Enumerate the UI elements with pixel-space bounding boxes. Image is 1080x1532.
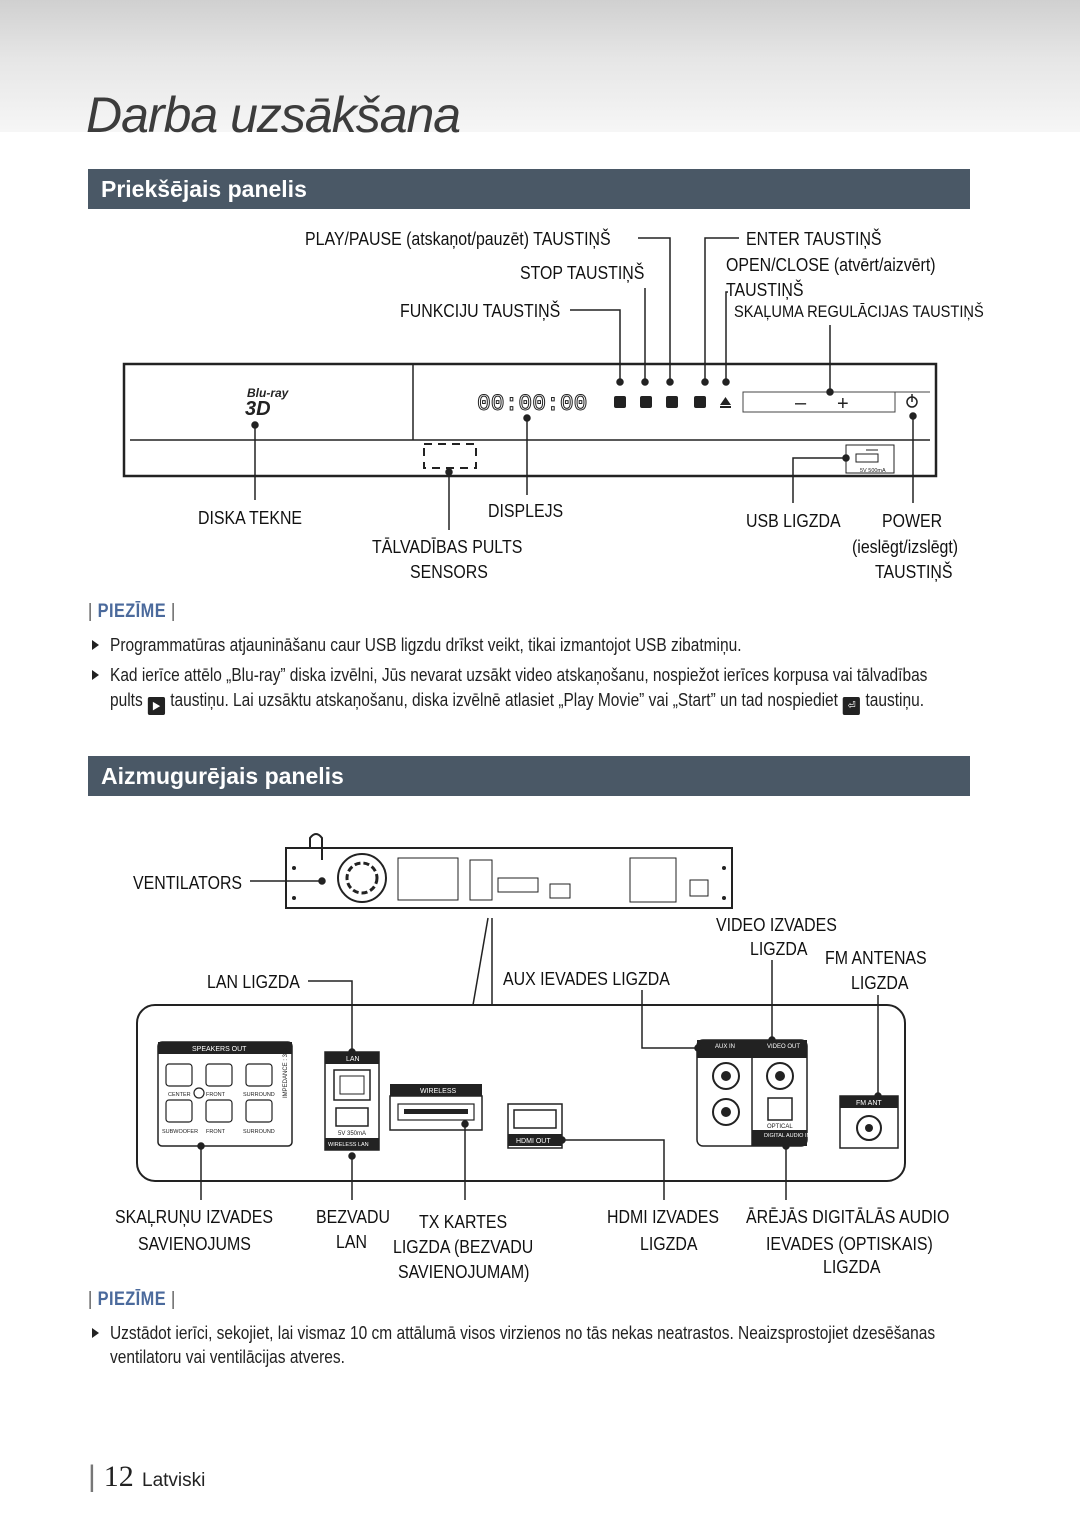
display-digits: 00:00:00 bbox=[477, 391, 587, 417]
svg-text:HDMI OUT: HDMI OUT bbox=[516, 1138, 551, 1145]
section-title-rear: Aizmugurējais panelis bbox=[88, 756, 970, 796]
label-disc-tray: DISKA TEKNE bbox=[198, 507, 303, 528]
label-wireless-lan-2: LAN bbox=[336, 1231, 367, 1252]
label-power-2: (ieslēgt/izslēgt) bbox=[852, 536, 959, 557]
fan-icon bbox=[337, 853, 387, 903]
note-rear-1-cont: ventilatoru vai ventilācijas atveres. bbox=[110, 1347, 345, 1367]
label-lan: LAN LIGZDA bbox=[207, 971, 300, 992]
note-heading-rear: | PIEZĪME | bbox=[88, 1289, 176, 1310]
label-aux: AUX IEVADES LIGZDA bbox=[503, 968, 670, 989]
bullet-icon bbox=[92, 1328, 99, 1338]
enter-button-icon: ⏎ bbox=[843, 697, 861, 715]
label-fm: FM ANTENAS bbox=[825, 947, 927, 968]
usb-rating: 5V 500mA bbox=[860, 468, 886, 474]
note-heading-front: | PIEZĪME | bbox=[88, 601, 176, 622]
svg-text:AUX IN: AUX IN bbox=[715, 1044, 735, 1050]
svg-text:OPTICAL: OPTICAL bbox=[767, 1124, 793, 1130]
label-open-close-2: TAUSTIŅŠ bbox=[726, 279, 804, 300]
label-volume: SKAĻUMA REGULĀCIJAS TAUSTIŅŠ bbox=[734, 302, 984, 321]
label-optical-3: LIGZDA bbox=[823, 1256, 881, 1277]
label-function: FUNKCIJU TAUSTIŅŠ bbox=[400, 300, 561, 321]
eject-icon bbox=[720, 397, 731, 405]
label-tx: TX KARTES bbox=[419, 1211, 508, 1232]
power-icon bbox=[906, 394, 918, 408]
rear-panel-device bbox=[285, 833, 733, 909]
enter-button-icon bbox=[694, 396, 706, 408]
page-number: |12 bbox=[88, 1460, 134, 1493]
svg-text:IMPEDANCE : 3 Ω: IMPEDANCE : 3 Ω bbox=[283, 1047, 289, 1098]
label-power-3: TAUSTIŅŠ bbox=[875, 561, 953, 582]
wireless-lan-port bbox=[335, 1107, 369, 1127]
play-button-icon: ▶ bbox=[147, 697, 166, 715]
remote-sensor bbox=[423, 443, 477, 469]
label-wireless-lan: BEZVADU bbox=[316, 1206, 390, 1227]
bullet-icon bbox=[92, 640, 99, 650]
label-fm-2: LIGZDA bbox=[851, 972, 909, 993]
hdmi-port bbox=[513, 1109, 557, 1129]
rear-leader-lines bbox=[197, 877, 882, 1200]
play-pause-button-icon bbox=[666, 396, 678, 408]
function-button-icon bbox=[614, 396, 626, 408]
label-optical: ĀRĒJĀS DIGITĀLĀS AUDIO bbox=[746, 1206, 950, 1227]
label-speakers: SKAĻRUŅU IZVADES bbox=[115, 1206, 273, 1227]
label-power: POWER bbox=[882, 510, 943, 531]
bluray-logo-text: Blu-ray bbox=[247, 386, 290, 400]
note-rear-1: Uzstādot ierīci, sekojiet, lai vismaz 10… bbox=[110, 1323, 936, 1343]
note-front-2-cont: pults▶taustiņu. Lai uzsāktu atskaņošanu,… bbox=[110, 688, 924, 715]
svg-text:+: + bbox=[837, 393, 849, 415]
note-front-2: Kad ierīce attēlo „Blu-ray” diska izvēln… bbox=[110, 665, 928, 685]
page-title: Darba uzsākšana bbox=[86, 87, 461, 143]
svg-text:CENTER: CENTER bbox=[168, 1092, 191, 1098]
speakers-out-label: SPEAKERS OUT bbox=[192, 1046, 247, 1053]
rear-panel-zoom: SPEAKERS OUT CENTER FRONT SURROUND SUBWO… bbox=[136, 1004, 906, 1182]
svg-text:–: – bbox=[795, 392, 807, 414]
label-video-out: VIDEO IZVADES bbox=[716, 914, 837, 935]
bullet-icon bbox=[92, 670, 99, 680]
svg-text:FRONT: FRONT bbox=[206, 1129, 226, 1135]
stop-button-icon bbox=[640, 396, 652, 408]
label-display: DISPLEJS bbox=[488, 500, 564, 521]
svg-text:SURROUND: SURROUND bbox=[243, 1129, 275, 1135]
3d-logo-text: 3D bbox=[245, 398, 271, 420]
label-remote-sensor: TĀLVADĪBAS PULTS bbox=[372, 536, 523, 557]
svg-text:FM ANT: FM ANT bbox=[856, 1100, 882, 1107]
svg-text:5V 350mA: 5V 350mA bbox=[338, 1131, 366, 1137]
svg-text:DIGITAL AUDIO IN: DIGITAL AUDIO IN bbox=[764, 1133, 810, 1139]
label-tx-3: SAVIENOJUMAM) bbox=[398, 1261, 530, 1282]
label-hdmi: HDMI IZVADES bbox=[607, 1206, 719, 1227]
header-band bbox=[0, 0, 1080, 132]
label-hdmi-2: LIGZDA bbox=[640, 1233, 698, 1254]
label-open-close: OPEN/CLOSE (atvērt/aizvērt) bbox=[726, 254, 936, 275]
front-leader-lines bbox=[251, 237, 917, 530]
note-front-1: Programmatūras atjaunināšanu caur USB li… bbox=[110, 635, 742, 655]
label-remote-sensor-2: SENSORS bbox=[410, 561, 488, 582]
label-tx-2: LIGZDA (BEZVADU bbox=[393, 1236, 534, 1257]
label-usb: USB LIGZDA bbox=[746, 510, 841, 531]
svg-text:WIRELESS LAN: WIRELESS LAN bbox=[328, 1142, 369, 1148]
label-enter: ENTER TAUSTIŅŠ bbox=[746, 228, 882, 249]
label-stop: STOP TAUSTIŅŠ bbox=[520, 262, 645, 283]
label-fan: VENTILATORS bbox=[133, 872, 243, 893]
page-language: Latviski bbox=[142, 1470, 206, 1491]
label-video-out-2: LIGZDA bbox=[750, 938, 808, 959]
label-optical-2: IEVADES (OPTISKAIS) bbox=[766, 1233, 933, 1254]
optical-port bbox=[767, 1097, 793, 1121]
section-title-front: Priekšējais panelis bbox=[88, 169, 970, 209]
svg-text:VIDEO OUT: VIDEO OUT bbox=[767, 1044, 800, 1050]
label-speakers-2: SAVIENOJUMS bbox=[138, 1233, 251, 1254]
svg-text:SURROUND: SURROUND bbox=[243, 1092, 275, 1098]
svg-text:SUBWOOFER: SUBWOOFER bbox=[162, 1129, 198, 1135]
svg-text:LAN: LAN bbox=[346, 1056, 360, 1063]
label-play-pause: PLAY/PAUSE (atskaņot/pauzēt) TAUSTIŅŠ bbox=[305, 228, 611, 249]
svg-text:FRONT: FRONT bbox=[206, 1092, 226, 1098]
svg-text:WIRELESS: WIRELESS bbox=[420, 1088, 457, 1095]
